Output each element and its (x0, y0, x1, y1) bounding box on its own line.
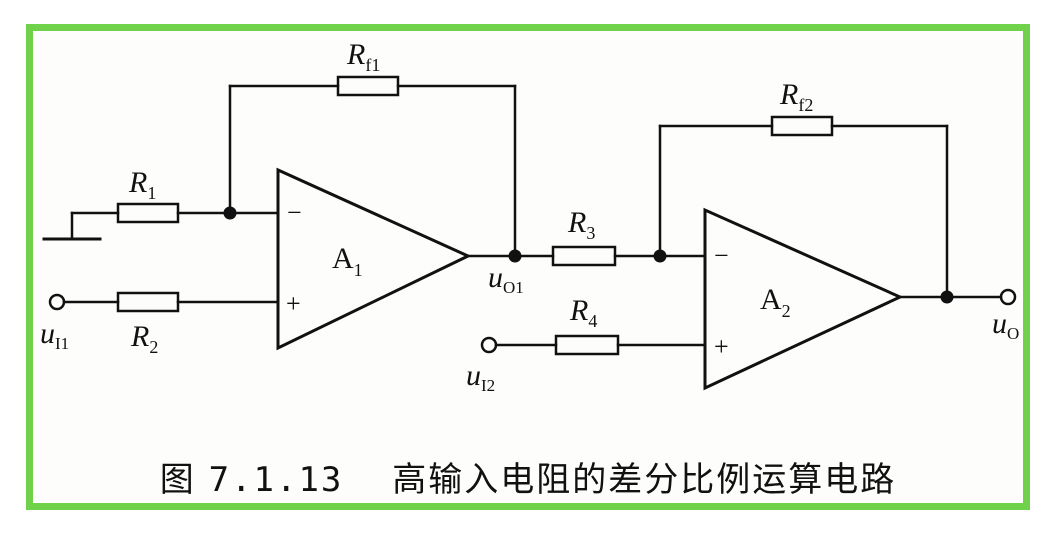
label-uo: uO (992, 307, 1019, 343)
resistor-r2 (116, 291, 180, 313)
label-a2: A2 (760, 283, 791, 321)
resistor-rf2 (770, 115, 834, 137)
resistor-r3 (551, 245, 617, 267)
label-r4: R4 (569, 294, 597, 331)
a1-plus-sign: + (286, 289, 301, 318)
a1-minus-sign: − (287, 198, 302, 227)
label-ui1: uI1 (40, 317, 69, 353)
terminal-ui1 (48, 293, 66, 311)
terminal-uo (999, 288, 1017, 306)
a2-minus-sign: − (714, 241, 729, 270)
resistor-r1 (116, 202, 180, 224)
label-rf2: Rf2 (779, 78, 813, 115)
opamp-a1 (276, 167, 472, 351)
label-r2: R2 (130, 320, 158, 357)
resistor-r4 (554, 334, 620, 356)
figure-frame (26, 24, 1030, 510)
label-ui2: uI2 (466, 359, 495, 395)
junction-node-a2-minus (653, 249, 667, 263)
label-r1: R1 (128, 166, 156, 203)
terminal-ui2 (480, 336, 498, 354)
a2-plus-sign: + (714, 332, 729, 361)
label-uo1: uO1 (488, 261, 524, 297)
junction-node-uo1 (508, 249, 522, 263)
label-rf1: Rf1 (346, 38, 380, 75)
opamp-a2 (703, 207, 904, 391)
caption-prefix: 图 (159, 460, 196, 500)
resistor-rf1 (336, 75, 400, 97)
figure-caption: 图 7.1.13 高输入电阻的差分比例运算电路 (0, 452, 1056, 501)
junction-node-a1-minus (223, 206, 237, 220)
label-r3: R3 (567, 206, 595, 243)
label-a1: A1 (332, 242, 363, 280)
caption-number: 7.1.13 (208, 460, 344, 500)
junction-node-uo (940, 290, 954, 304)
caption-title: 高输入电阻的差分比例运算电路 (392, 460, 897, 500)
